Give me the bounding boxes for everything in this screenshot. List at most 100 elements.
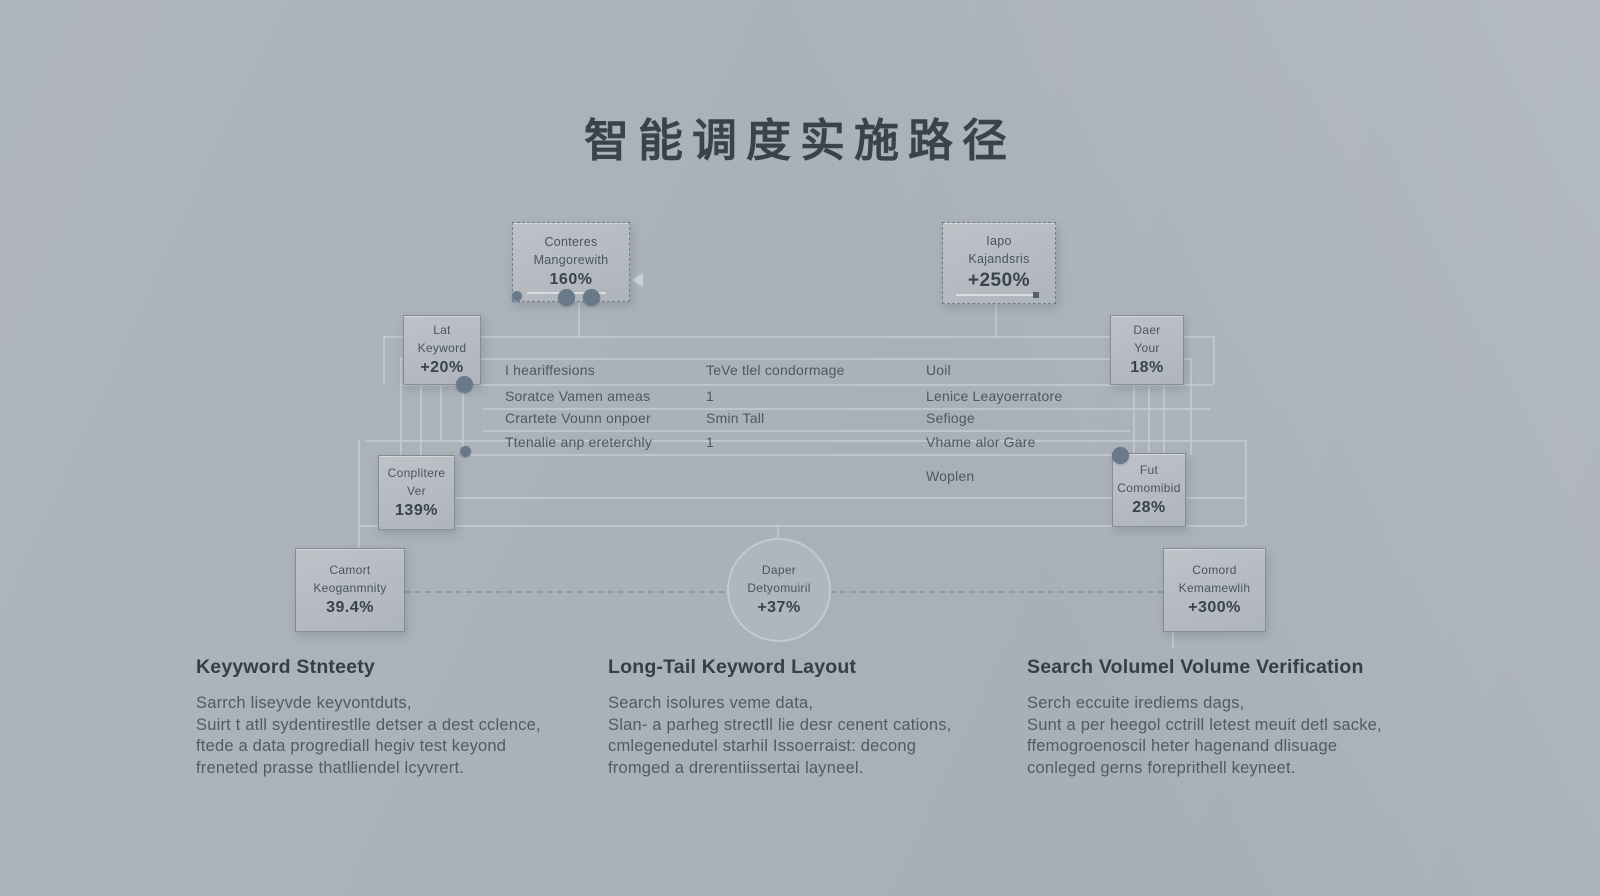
table-cell: Crartete Vounn onpoer — [505, 410, 651, 426]
table-row: Soratce Vamen ameas 1 Lenice Leayoerrato… — [0, 388, 1600, 410]
section-heading: Keyyword Stnteety — [196, 656, 375, 678]
section-line: Sunt a per heegol cctrill letest meuit d… — [1027, 715, 1382, 734]
node-label: Mangorewith — [533, 253, 609, 267]
node-label: Your — [1134, 341, 1160, 355]
connector-line — [420, 358, 422, 455]
section-heading: Search Volumel Volume Verification — [1027, 656, 1364, 678]
connector-line — [440, 382, 442, 440]
node-value: 39.4% — [326, 599, 374, 616]
node-label: Lat — [433, 323, 451, 337]
section-line: Suirt t atll sydentirestlle detser a des… — [196, 715, 541, 734]
section-heading: Long-Tail Keyword Layout — [608, 656, 857, 678]
connector-line — [1190, 358, 1192, 455]
table-cell: 1 — [706, 434, 714, 450]
node-label: Conplitere — [387, 465, 446, 480]
section-line: freneted prasse thatlliendel lcyvrert. — [196, 758, 465, 777]
node-value: 28% — [1132, 499, 1166, 516]
table-cell: Sefioge — [926, 410, 975, 426]
table-cell: TeVe tlel condormage — [706, 362, 845, 378]
table-cell: Ttenalie anp ereterchly — [505, 434, 653, 450]
table-cell: Smin Tall — [706, 410, 765, 426]
section-long-tail-layout: Long-Tail Keyword Layout Search isolures… — [608, 656, 1008, 779]
section-line: fromged a drerentiissertai layneel. — [608, 758, 864, 777]
table-cell: Woplen — [926, 468, 975, 484]
node-comord: Comord Kemamewlih +300% — [1163, 548, 1266, 632]
node-daper-circle: Daper Detyomuiril +37% — [727, 538, 831, 642]
table-cell: I heariffesions — [505, 362, 595, 378]
node-fut-comomibid: Fut Comomibid 28% — [1112, 453, 1186, 527]
connector-line — [462, 384, 464, 452]
connector-line — [400, 384, 1213, 386]
table-cell: Soratce Vamen ameas — [505, 388, 651, 404]
node-iapo: Iapo Kajandsris +250% — [942, 222, 1056, 304]
connector-line — [1213, 336, 1215, 384]
node-conplitere: Conplitere Ver 139% — [378, 455, 455, 530]
table-row: I heariffesions TeVe tlel condormage Uoi… — [0, 362, 1600, 384]
connector-line — [383, 336, 385, 384]
node-value: +37% — [757, 599, 801, 616]
section-line: ffemogroenoscil heter hagenand dlisuage — [1027, 737, 1338, 755]
connector-line — [578, 300, 580, 337]
connector-line — [995, 302, 997, 337]
node-label: Kemamewlih — [1178, 581, 1251, 595]
section-line: ftede a data progrediall hegiv test keyo… — [196, 737, 507, 755]
connector-line — [1245, 440, 1247, 526]
table-cell: 1 — [706, 388, 714, 404]
node-label: Iapo — [986, 234, 1012, 248]
connector-dot — [512, 291, 522, 301]
section-line: Search isolures veme data, — [608, 694, 814, 712]
node-label: Kajandsris — [968, 252, 1030, 266]
connector-dot — [558, 289, 575, 306]
node-label: Camort — [329, 563, 371, 577]
page-title: 智能调度实施路径 — [583, 115, 1016, 166]
node-conteres: Conteres Mangorewith 160% — [512, 222, 630, 302]
section-line: Serch eccuite irediems dags, — [1027, 694, 1245, 712]
node-value: 139% — [395, 501, 438, 519]
table-cell: Uoil — [926, 362, 951, 378]
connector-line — [365, 440, 1245, 442]
connector-line — [358, 440, 360, 548]
section-volume-verification: Search Volumel Volume Verification Serch… — [1027, 656, 1427, 779]
node-value: +300% — [1188, 599, 1241, 616]
section-line: conleged gerns foreprithell keyneet. — [1027, 758, 1296, 777]
connector-line — [1133, 384, 1135, 454]
table-row: Ttenalie anp ereterchly 1 Vhame alor Gar… — [0, 434, 1600, 456]
node-daer-your: Daer Your 18% — [1110, 315, 1184, 385]
table-cell: Lenice Leayoerratore — [926, 388, 1063, 404]
node-label: Conteres — [544, 235, 598, 249]
node-lat-keyword: Lat Keyword +20% — [403, 315, 481, 385]
mini-progress-tick — [1033, 292, 1040, 298]
connector-dot — [1112, 447, 1129, 464]
node-label: Daer — [1133, 323, 1161, 337]
node-value: +20% — [420, 359, 464, 376]
arrow-left-icon — [632, 273, 643, 287]
mini-progress-line — [956, 294, 1033, 296]
connector-line — [400, 358, 402, 497]
node-label: Detyomuiril — [747, 581, 811, 595]
node-label: Keyword — [417, 341, 467, 355]
connector-line — [1172, 630, 1174, 648]
table-row: Crartete Vounn onpoer Smin Tall Sefioge — [0, 410, 1600, 432]
node-label: Keoganmnity — [313, 581, 387, 595]
node-label: Daper — [761, 563, 797, 577]
node-camort: Camort Keoganmnity 39.4% — [295, 548, 405, 632]
connector-line — [383, 336, 1213, 338]
connector-line — [400, 497, 1245, 499]
node-label: Comomibid — [1117, 481, 1181, 495]
connector-line — [466, 454, 1120, 456]
connector-line — [483, 430, 1130, 432]
connector-line — [400, 358, 1190, 360]
dashed-connector-line — [405, 591, 725, 593]
node-value: +250% — [967, 270, 1031, 291]
dashed-connector-line — [830, 591, 1163, 593]
connector-dot — [583, 289, 600, 306]
node-value: 18% — [1130, 359, 1164, 376]
node-label: Fut — [1139, 463, 1159, 477]
connector-line — [358, 525, 1245, 527]
section-line: cmlegenedutel starhil Issoerraist: decon… — [608, 737, 917, 755]
connector-line — [777, 525, 779, 540]
connector-dot — [456, 376, 473, 393]
connector-line — [1163, 336, 1165, 454]
table-cell: Vhame alor Gare — [926, 434, 1036, 450]
